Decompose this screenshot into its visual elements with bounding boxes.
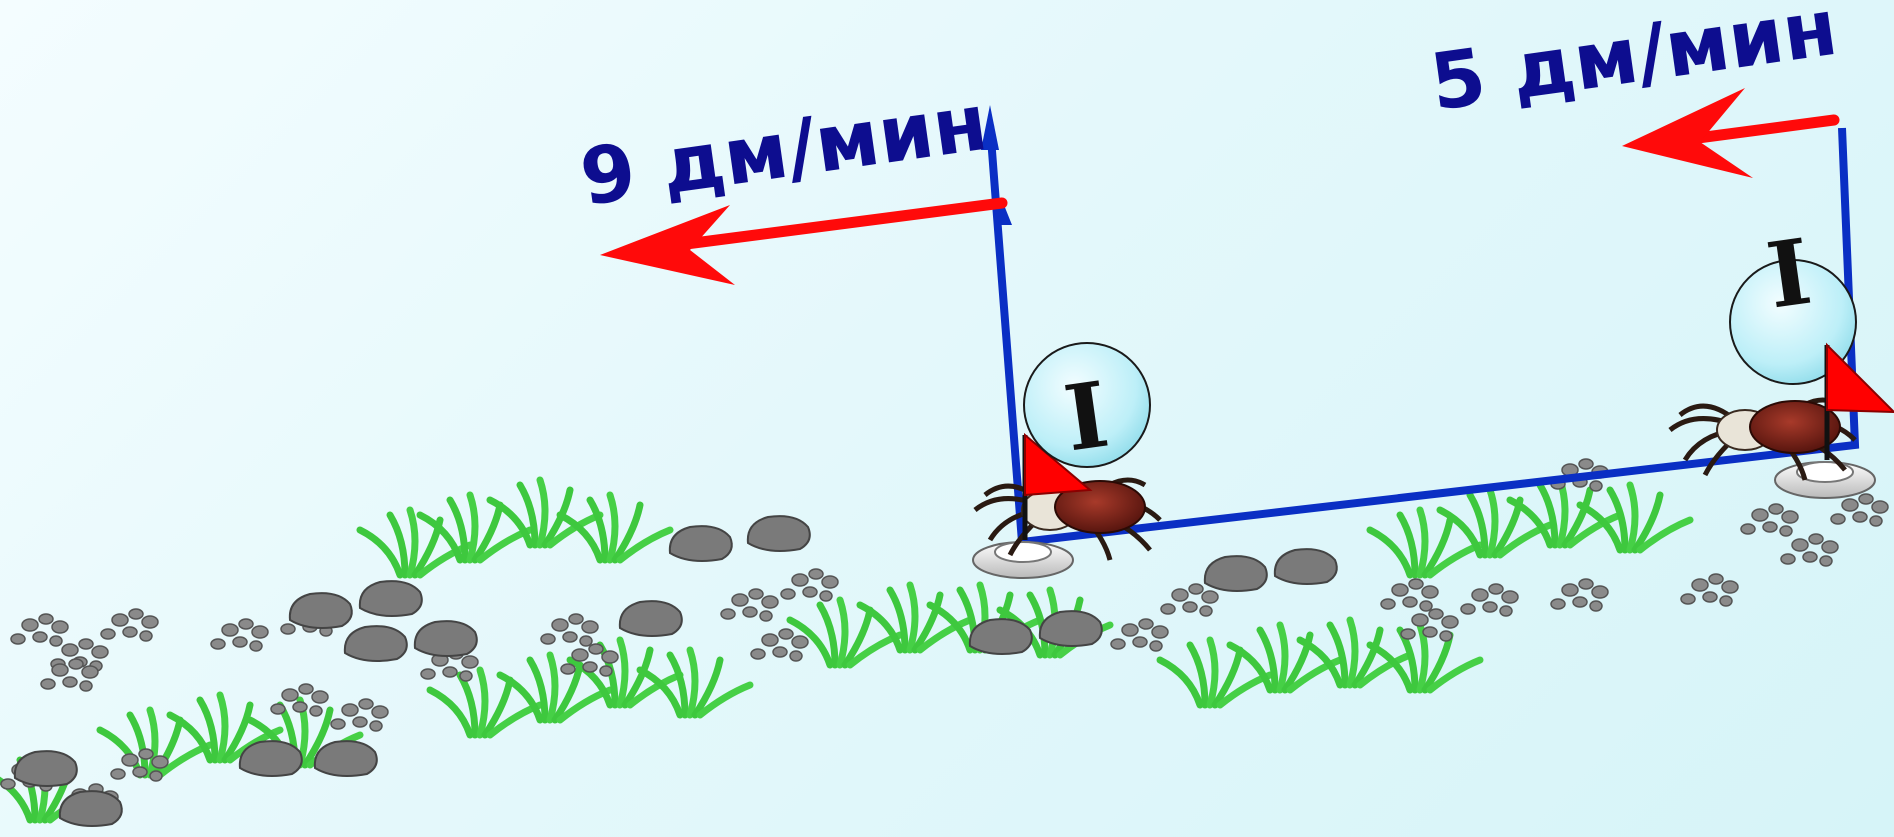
left-arrow-icon	[600, 203, 1002, 285]
left-spider-group: I	[973, 343, 1160, 578]
right-flag-icon	[1827, 345, 1894, 412]
right-speed-label: 5 дм/мин	[1425, 0, 1843, 129]
left-speed-label: 9 дм/мин	[575, 78, 993, 224]
right-arrow-icon	[1622, 88, 1834, 178]
